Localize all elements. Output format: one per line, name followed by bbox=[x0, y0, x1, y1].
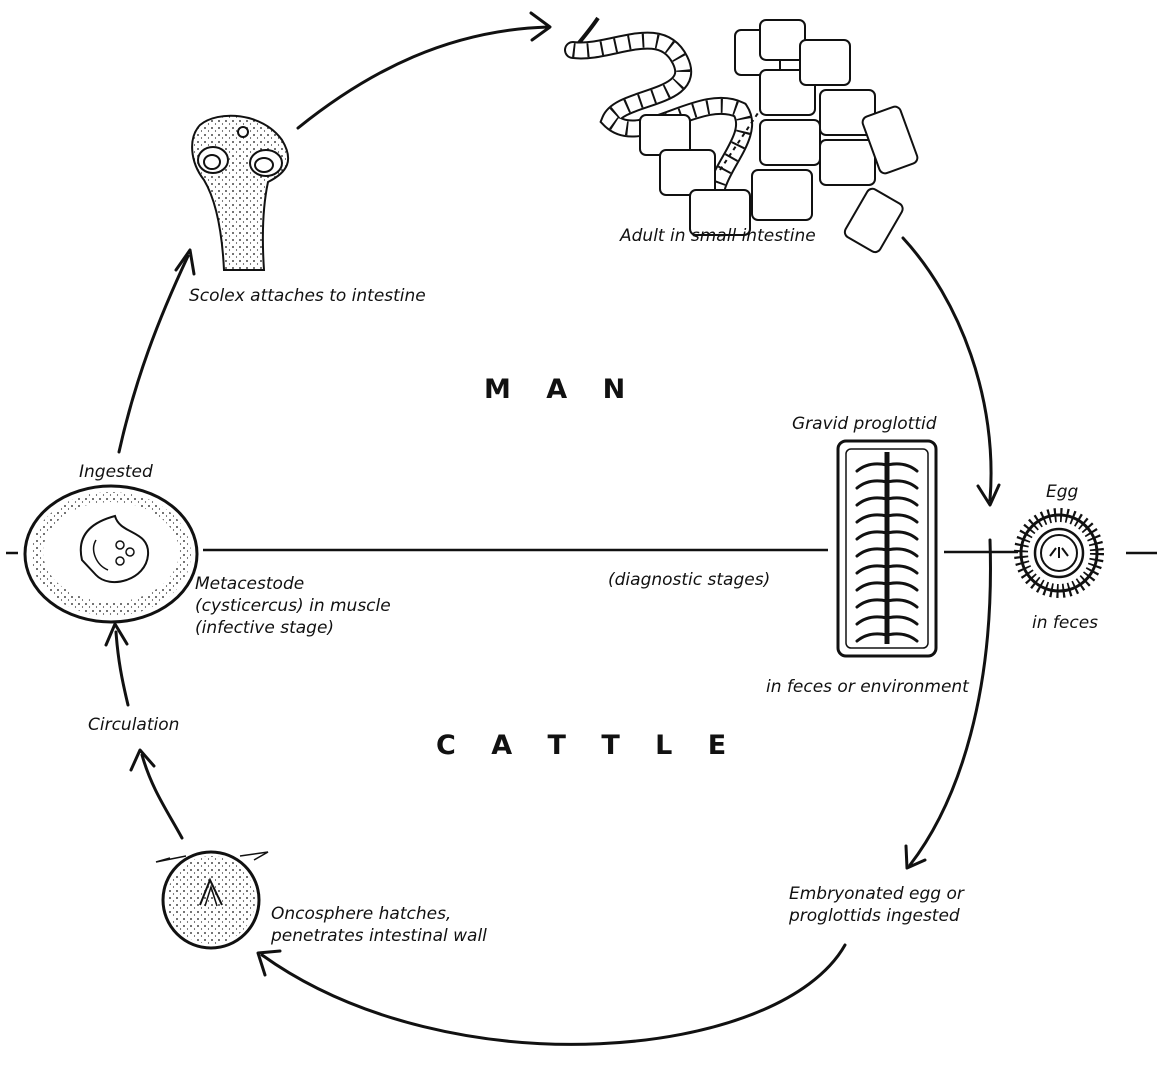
scolex-illustration bbox=[192, 116, 288, 270]
label-egg: Egg bbox=[1046, 482, 1078, 502]
label-circulation: Circulation bbox=[88, 715, 179, 735]
label-metacestode-line-3: (infective stage) bbox=[195, 618, 334, 638]
label-metacestode-line-1: Metacestode bbox=[195, 574, 304, 594]
arrow-oncosphere-to-circulation bbox=[131, 750, 182, 838]
label-embryonated-line-1: Embryonated egg or bbox=[789, 884, 964, 904]
label-egg-in-feces: in feces bbox=[1032, 613, 1098, 633]
arrow-embryonated-to-oncosphere bbox=[258, 945, 845, 1044]
metacestode-illustration bbox=[25, 486, 197, 622]
oncosphere-illustration bbox=[156, 852, 268, 948]
label-diagnostic-stages: (diagnostic stages) bbox=[608, 570, 770, 590]
label-oncosphere-line-1: Oncosphere hatches, bbox=[271, 904, 451, 924]
label-gravid-proglottid: Gravid proglottid bbox=[792, 414, 937, 434]
arrow-circulation-to-metacestode bbox=[106, 624, 128, 705]
adult-tapeworm-illustration bbox=[573, 18, 919, 254]
host-label-cattle: C A T T L E bbox=[436, 730, 739, 761]
arrow-scolex-to-adult bbox=[298, 13, 550, 128]
label-scolex: Scolex attaches to intestine bbox=[189, 286, 426, 306]
label-embryonated-line-2: proglottids ingested bbox=[789, 906, 960, 926]
label-metacestode-line-2: (cysticercus) in muscle bbox=[195, 596, 391, 616]
label-adult: Adult in small intestine bbox=[620, 226, 816, 246]
arrow-ingested-to-scolex bbox=[119, 250, 194, 452]
label-ingested: Ingested bbox=[79, 462, 153, 482]
label-proglottid-environment: in feces or environment bbox=[766, 677, 969, 697]
gravid-proglottid-illustration bbox=[838, 441, 936, 656]
egg-illustration bbox=[1021, 515, 1097, 591]
label-oncosphere-line-2: penetrates intestinal wall bbox=[271, 926, 487, 946]
host-label-man: M A N bbox=[484, 374, 638, 405]
